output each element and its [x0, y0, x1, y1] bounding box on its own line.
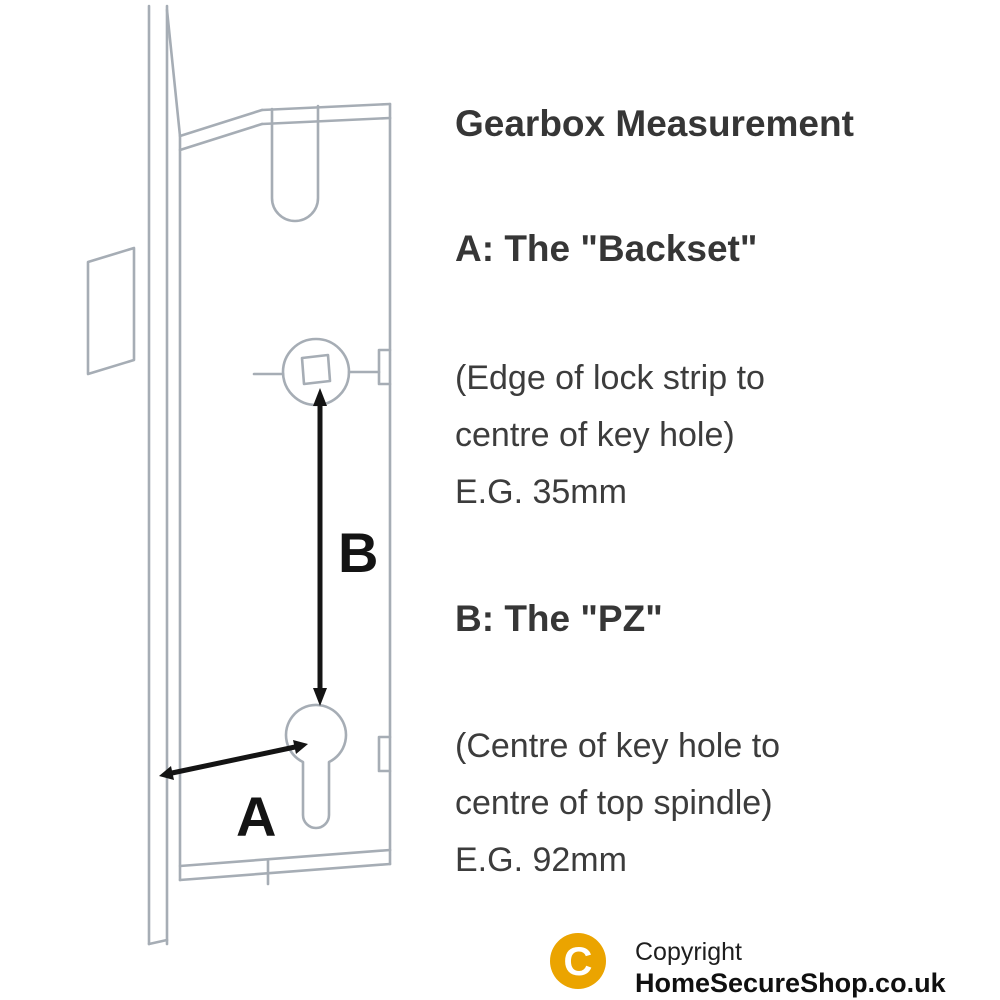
- measurement-arrows: [169, 399, 323, 776]
- faceplate-bottom-edge-inner: [178, 862, 392, 882]
- measurement-arrowheads: [159, 388, 327, 780]
- section-b-desc-line2: centre of top spindle): [455, 784, 773, 822]
- edge-slot-upper: [377, 348, 392, 386]
- copyright-badge-letter: C: [564, 940, 593, 984]
- faceplate-top-notch: [270, 104, 320, 223]
- lock-strip-plate-joint: [165, 8, 182, 138]
- section-b-description: (Centre of key hole to centre of top spi…: [455, 718, 780, 889]
- measurement-arrow-a: [169, 744, 298, 776]
- page-title: Gearbox Measurement: [455, 103, 854, 144]
- section-a-heading: A: The "Backset": [455, 228, 758, 269]
- latch-block: [86, 246, 136, 376]
- lock-strip-bottom-cap: [147, 938, 169, 946]
- section-a-desc-line2: centre of key hole): [455, 416, 735, 454]
- section-b-example: E.G. 92mm: [455, 841, 627, 879]
- section-a-desc-line1: (Edge of lock strip to: [455, 359, 765, 397]
- label-a: A: [236, 785, 276, 848]
- spindle-hole: [281, 337, 351, 407]
- section-b-heading: B: The "PZ": [455, 598, 663, 639]
- arrowhead-a-right: [293, 740, 308, 754]
- arrowhead-a-left: [159, 766, 174, 780]
- spindle-square: [300, 353, 332, 386]
- edge-slot-lower: [377, 735, 392, 773]
- label-b: B: [338, 521, 378, 584]
- section-b-desc-line1: (Centre of key hole to: [455, 727, 781, 765]
- lock-linework: [86, 4, 392, 946]
- section-a-example: E.G. 35mm: [455, 473, 627, 511]
- arrowhead-b-top: [313, 388, 327, 406]
- section-a-description: (Edge of lock strip to centre of key hol…: [455, 350, 765, 521]
- faceplate-chamfer-inner: [178, 108, 264, 138]
- faceplate-chamfer-outer: [178, 122, 264, 152]
- faceplate-top-edge-inner: [260, 102, 392, 112]
- measurement-labels: B A: [236, 521, 378, 848]
- faceplate-bottom-edge-outer: [178, 848, 392, 868]
- euro-keyhole: [284, 703, 348, 830]
- arrowhead-b-bottom: [313, 688, 327, 706]
- copyright-icon: C: [550, 933, 606, 989]
- site-name: HomeSecureShop.co.uk: [635, 968, 946, 998]
- faceplate-top-edge-outer: [260, 116, 392, 126]
- copyright-label: Copyright: [635, 938, 742, 966]
- copyright-badge-circle: [550, 933, 606, 989]
- lock-diagram: B A: [86, 4, 392, 946]
